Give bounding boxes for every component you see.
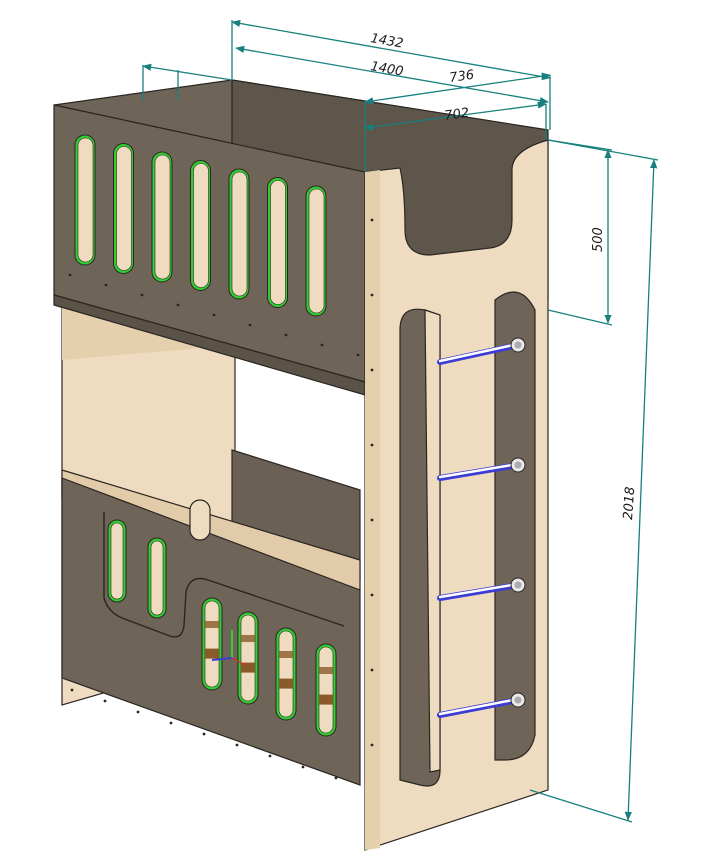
dim-label-1400: 1400 — [369, 59, 404, 80]
upper-slot — [305, 185, 327, 317]
lower-slot — [147, 537, 167, 619]
upper-front-guard — [53, 104, 366, 396]
lower-front-guard — [61, 477, 361, 786]
upper-slot — [151, 151, 173, 283]
upper-slot — [228, 168, 250, 300]
upper-slot — [113, 143, 134, 274]
dim-label-702: 702 — [443, 106, 470, 124]
lower-guard-slots — [107, 519, 337, 737]
ladder-rung — [437, 692, 526, 718]
ladder-rung — [437, 457, 526, 481]
upper-slot — [267, 177, 288, 308]
lower-slot — [237, 611, 259, 705]
lower-slot — [107, 519, 127, 603]
dim-label-2018: 2018 — [621, 486, 638, 520]
lower-slot — [315, 643, 337, 737]
upper-guard-slots — [74, 134, 327, 317]
ladder — [399, 291, 536, 787]
axis-triad-icon — [211, 630, 246, 666]
dim-label-500: 500 — [591, 227, 606, 252]
lower-slot — [275, 627, 297, 721]
ladder-rung — [437, 577, 526, 601]
lower-slot — [201, 597, 223, 691]
upper-slot — [190, 160, 211, 291]
ladder-rung — [437, 337, 526, 365]
upper-slot — [74, 134, 96, 266]
dimension-annotations: 1432 1400 736 702 500 2018 — [142, 19, 659, 823]
ladder-rungs — [437, 337, 526, 718]
rear-lower-slot — [189, 499, 211, 541]
dim-label-736: 736 — [448, 68, 475, 86]
dowel-holes — [68, 218, 374, 780]
dim-label-1432: 1432 — [369, 31, 404, 52]
